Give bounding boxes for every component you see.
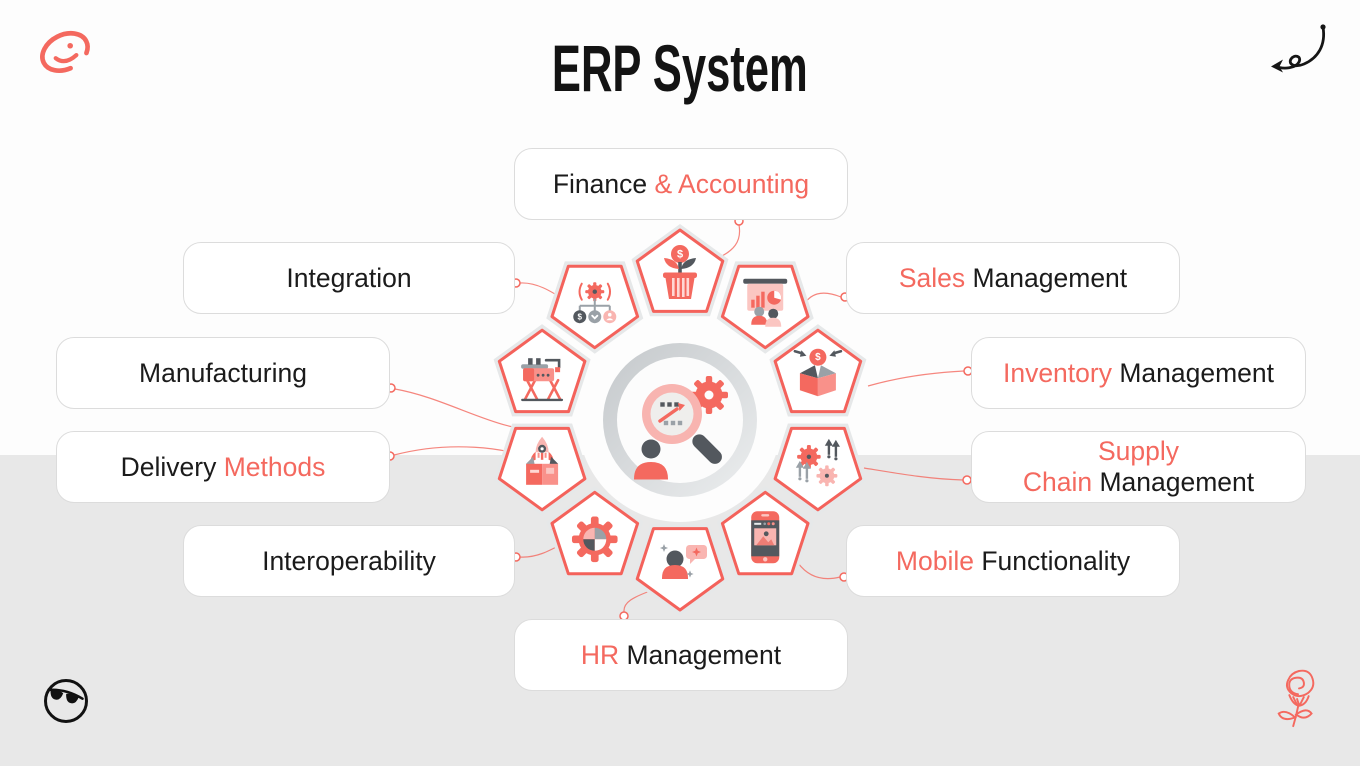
- cell-finance: $: [635, 228, 725, 313]
- label-part: Management: [972, 262, 1128, 293]
- label-part: Manufacturing: [139, 357, 307, 388]
- page-title-text: ERP System: [552, 31, 808, 105]
- label-text: Interoperability: [262, 546, 436, 577]
- inventory-box-icon: $: [793, 348, 843, 397]
- label-part: Management: [1119, 357, 1275, 388]
- supply-chain-gears-icon: [795, 438, 840, 487]
- label-integration: Integration: [183, 242, 515, 314]
- money-plant-icon: $: [663, 245, 697, 299]
- svg-text:$: $: [815, 352, 821, 363]
- label-part: HR: [580, 639, 627, 670]
- label-part: Supply: [1097, 436, 1179, 466]
- cell-hr: [635, 527, 725, 612]
- cell-integration: $: [550, 264, 640, 350]
- cell-inventory: $: [773, 328, 863, 414]
- label-sales-management: Sales Management: [846, 242, 1180, 314]
- label-text: Mobile Functionality: [896, 546, 1130, 577]
- label-mobile-functionality: Mobile Functionality: [846, 525, 1180, 597]
- cell-supply-chain: [773, 426, 863, 512]
- label-hr-management: HR Management: [514, 619, 848, 691]
- page-title: ERP System: [0, 30, 1360, 106]
- label-part: Mobile: [895, 545, 982, 576]
- label-text: Finance & Accounting: [553, 169, 809, 200]
- label-part: Functionality: [981, 545, 1131, 576]
- sunglasses-doodle-icon: [44, 679, 88, 723]
- label-delivery-methods: Delivery Methods: [56, 431, 390, 503]
- label-inventory-management: Inventory Management: [971, 337, 1306, 409]
- label-part: Methods: [223, 451, 326, 482]
- label-text: Inventory Management: [1003, 358, 1274, 389]
- label-text: HR Management: [581, 640, 781, 671]
- label-part: & Accounting: [654, 168, 810, 199]
- svg-text:$: $: [578, 313, 583, 322]
- cell-interoperability: [550, 490, 640, 576]
- smiley-doodle-icon: [40, 30, 90, 73]
- mobile-phone-icon: [751, 511, 780, 564]
- label-text: Integration: [286, 263, 411, 294]
- interoperability-puzzle-gear-icon: [571, 516, 618, 563]
- label-manufacturing: Manufacturing: [56, 337, 390, 409]
- cell-sales: [720, 264, 810, 350]
- label-text: Sales Management: [899, 263, 1127, 294]
- business-analysis-magnifier-icon: [634, 376, 728, 480]
- integration-network-icon: $: [573, 282, 617, 324]
- label-interoperability: Interoperability: [183, 525, 515, 597]
- connector-inventory: [867, 370, 965, 387]
- rose-doodle-icon: [1277, 669, 1315, 728]
- label-part: Delivery: [120, 451, 224, 482]
- cell-mobile: [720, 490, 810, 576]
- erp-hub-diagram: $: [493, 224, 867, 616]
- svg-text:$: $: [677, 249, 683, 261]
- label-part: Finance: [552, 168, 655, 199]
- label-part: Chain: [1022, 467, 1100, 497]
- label-text: Manufacturing: [139, 358, 307, 389]
- sales-presentation-icon: [743, 278, 788, 327]
- label-part: Sales: [898, 262, 973, 293]
- label-part: Interoperability: [262, 545, 436, 576]
- label-part: Management: [626, 639, 782, 670]
- label-part: Management: [1099, 467, 1255, 497]
- label-finance-accounting: Finance & Accounting: [514, 148, 848, 220]
- label-text: Delivery Methods: [121, 452, 326, 483]
- label-part: Inventory: [1002, 357, 1120, 388]
- curved-arrow-doodle-icon: [1271, 24, 1326, 73]
- hr-person-chat-icon: [659, 543, 707, 579]
- label-part: Integration: [286, 262, 412, 293]
